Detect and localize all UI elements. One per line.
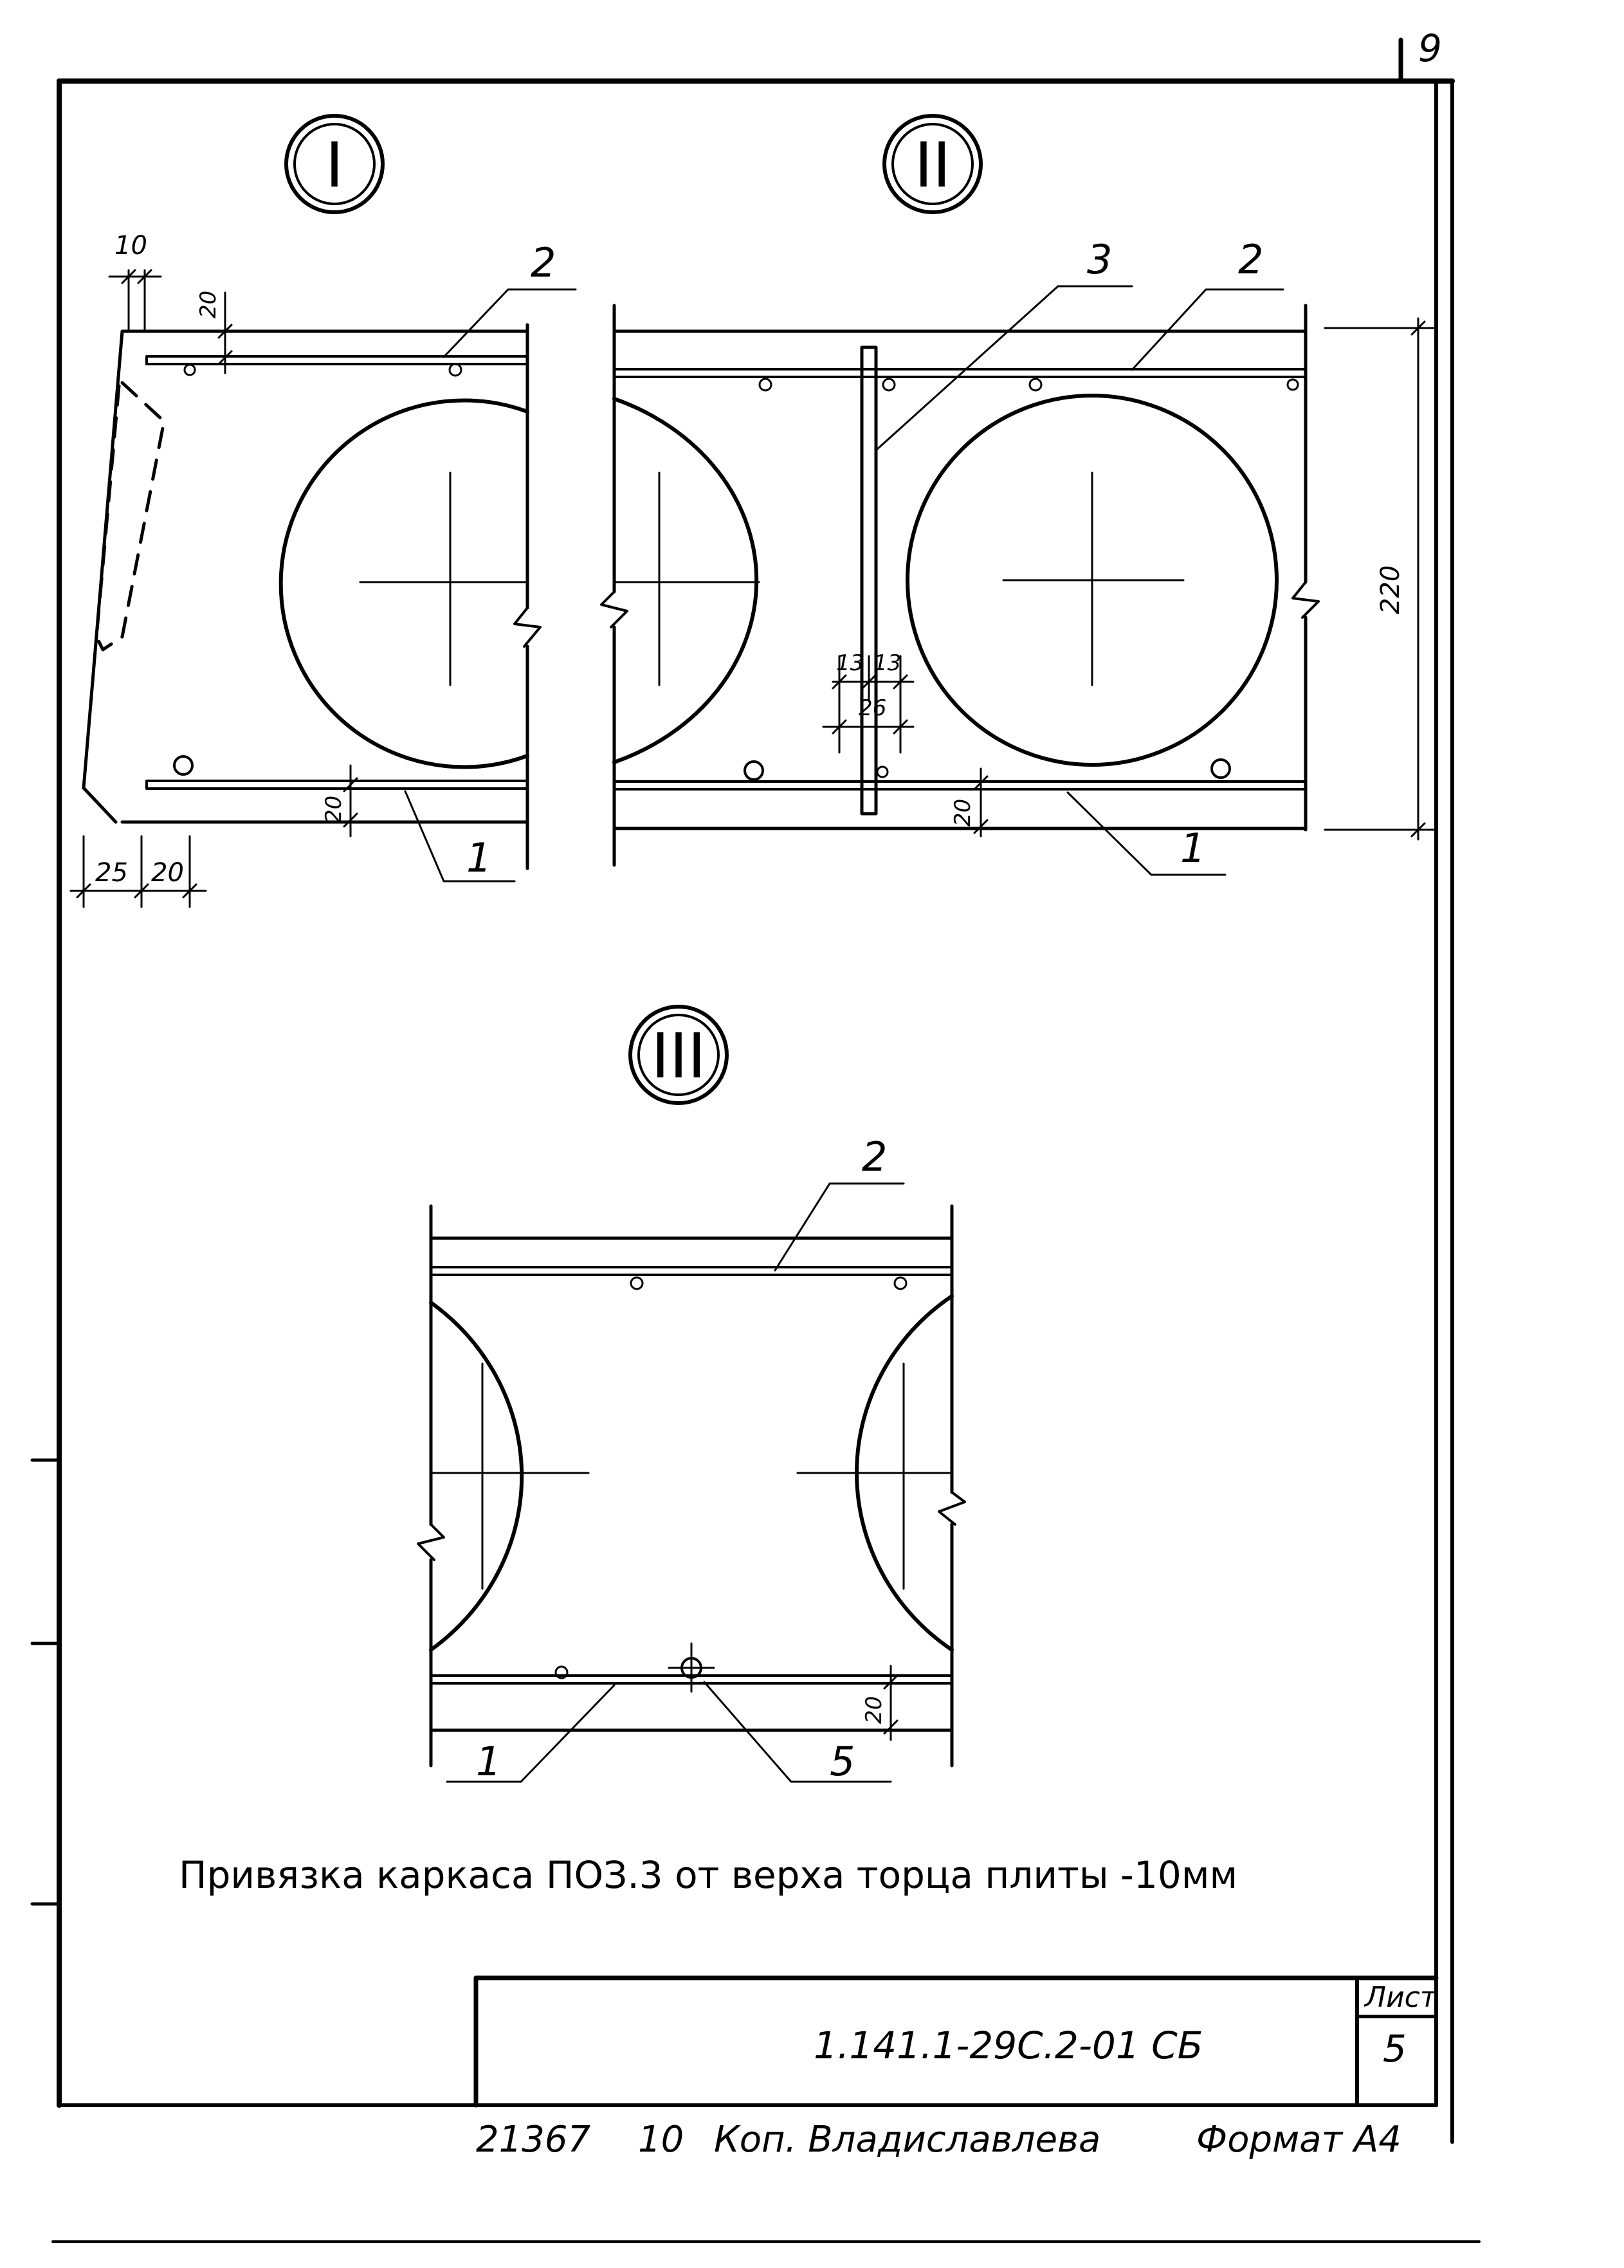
title-block [473,1975,1439,2108]
dim-20-bottom-I: 20 [321,796,347,823]
callout-2-III: 2 [862,1133,887,1180]
dim-20-left: 20 [151,858,184,888]
detail-III-drawing [417,1182,966,1783]
dim-13-a: 13 [836,650,864,676]
copier-name: Коп. Владиславлева [714,2119,1100,2161]
detail-label-II: II [915,129,951,201]
dim-20-top: 20 [196,291,221,318]
detail-marker-III [628,1005,729,1105]
format-label: Формат А4 [1196,2119,1401,2161]
callout-1-III: 1 [476,1738,501,1785]
detail-marker-II [882,114,983,214]
dim-25: 25 [95,858,128,888]
callout-5: 5 [830,1738,855,1785]
detail-label-I: I [325,129,343,201]
detail-label-III: III [652,1020,706,1092]
sheet-frame [30,37,1481,2243]
dim-26: 26 [859,695,886,721]
callout-2-II: 2 [1238,236,1263,283]
note-text: Привязка каркаса ПОЗ.3 от верха торца пл… [179,1853,1237,1897]
inventory-number: 21367 [476,2119,591,2161]
detail-marker-I [284,114,385,214]
callout-1-II: 1 [1180,825,1205,872]
dim-220: 220 [1376,565,1405,614]
sheet-number: 5 [1383,2027,1407,2071]
callout-2-I: 2 [531,239,556,286]
dim-20-III: 20 [861,1696,887,1724]
dim-10: 10 [114,231,147,261]
detail-I-drawing [69,269,577,908]
callout-3: 3 [1087,236,1112,283]
dim-13-b: 13 [873,650,901,676]
dim-20-bottom-II: 20 [950,799,976,827]
callout-1-I: 1 [466,834,491,881]
page-number: 9 [1418,26,1442,70]
detail-II-drawing [600,285,1436,876]
footer-number: 10 [638,2119,684,2161]
sheet-label: Лист [1364,1981,1437,2014]
document-code: 1.141.1-29С.2-01 СБ [814,2024,1203,2067]
